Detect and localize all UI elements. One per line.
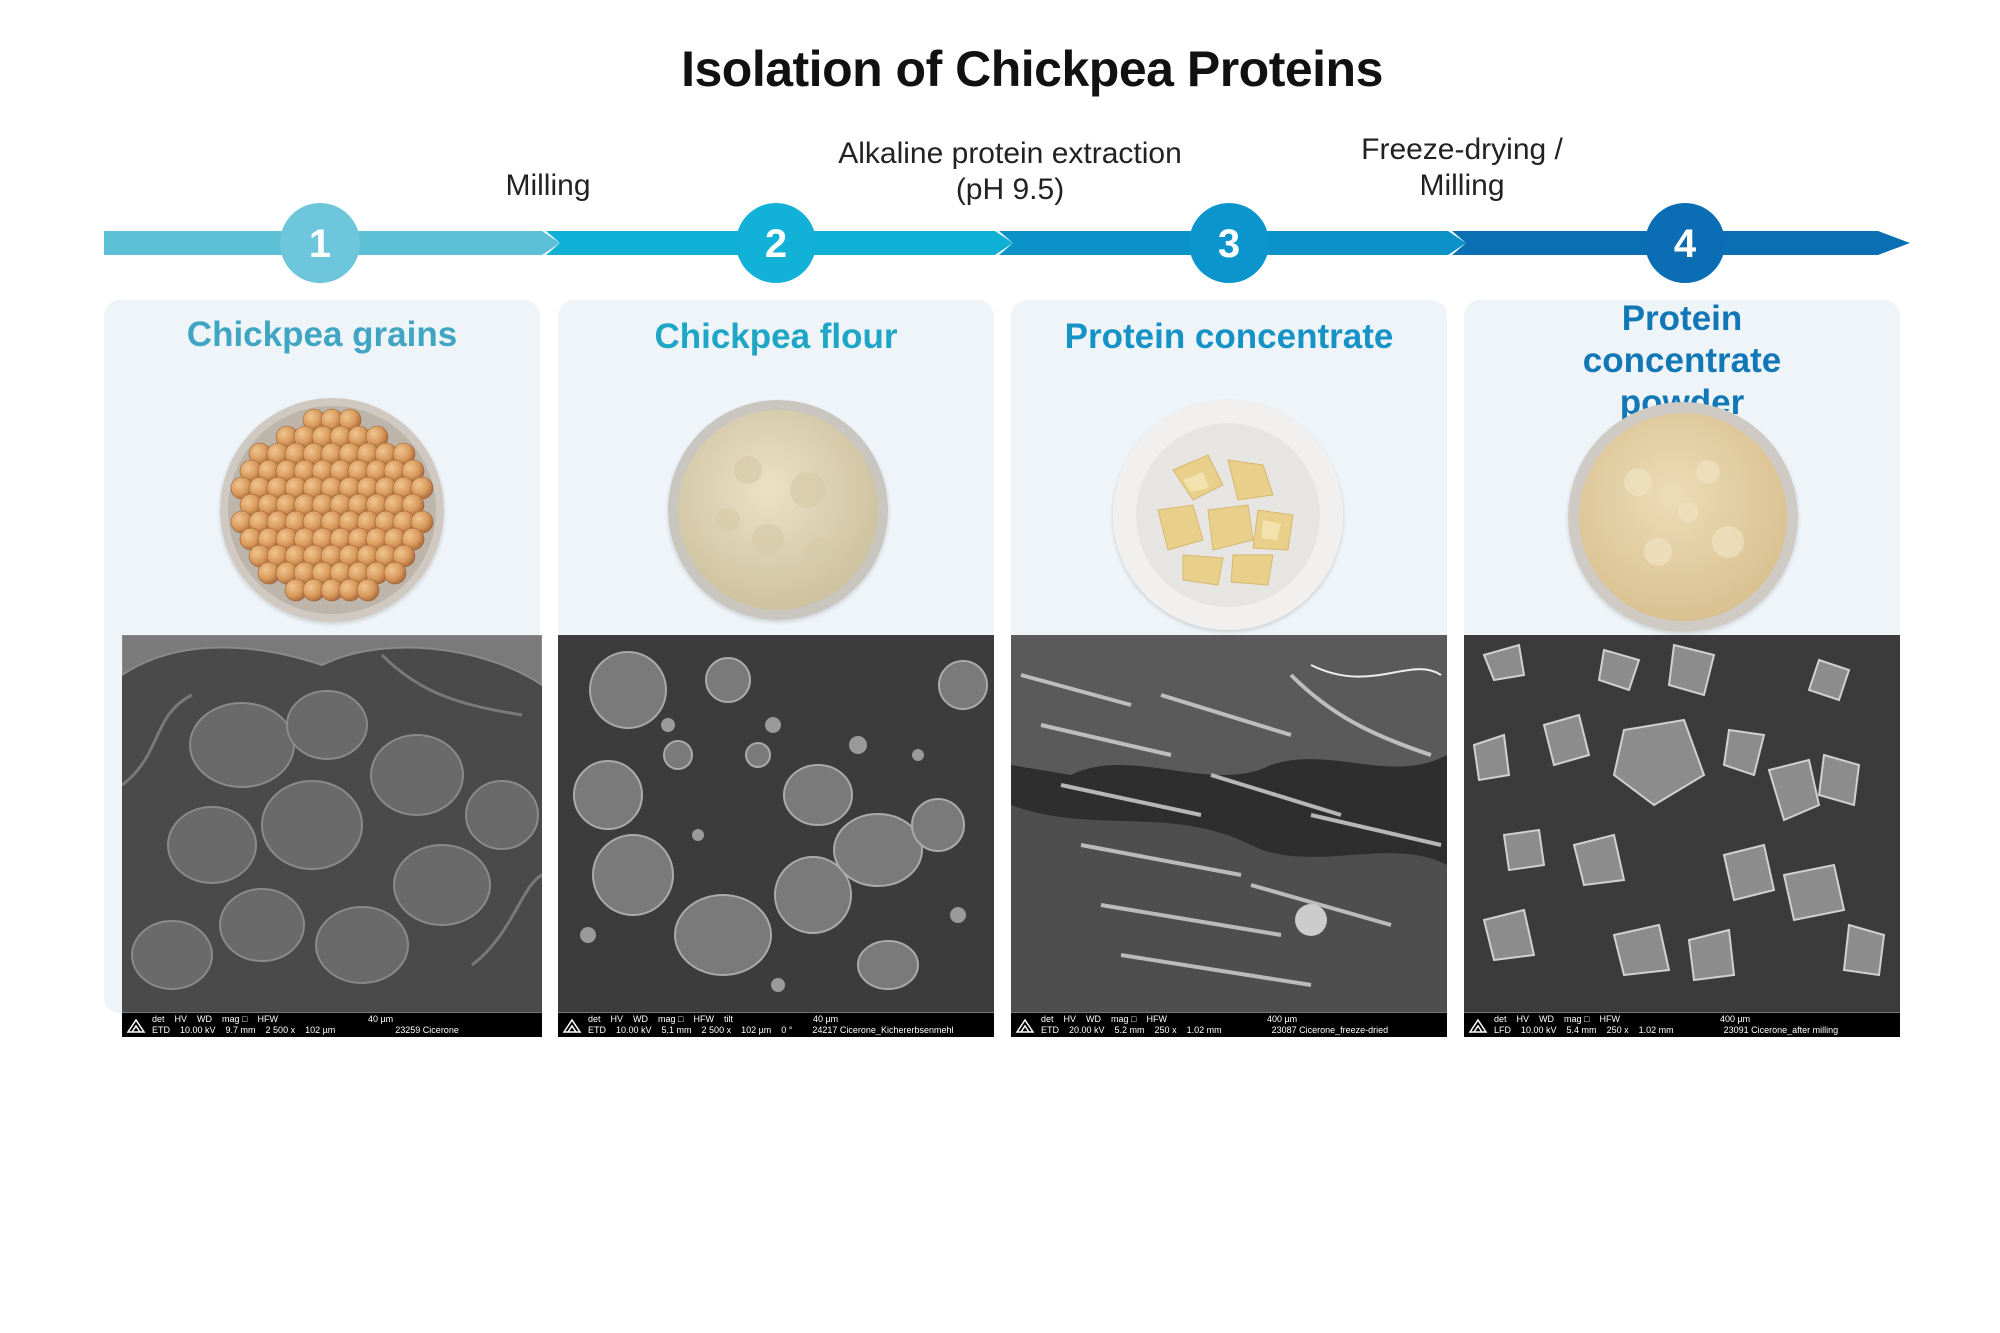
sem-header: HV [610,1014,624,1024]
sem-databar-3: det HV WD mag □ HFW 400 µm ETD 20.00 kV 5.2 mm 2… [1011,1012,1447,1037]
transition-label-extraction: Alkaline protein extraction (pH 9.5) [838,137,1182,206]
sem-header: det [588,1014,601,1024]
sem-image-2: det HV WD mag □ HFW tilt 40 µm ETD 10.00 kV 5.1 … [558,635,994,1037]
chickpea-grain [383,561,407,585]
sem-value: ETD [1041,1025,1059,1035]
sem-value: 2 500 x [701,1025,732,1035]
chickpea-flour-illustration [668,400,888,620]
step-marker-2: 2 [736,203,816,283]
sem-value: 2 500 x [265,1025,296,1035]
sem-header: HFW [693,1014,714,1024]
sem-headers-3: det HV WD mag □ HFW 400 µm [1041,1014,1443,1024]
sem-sample-id: 23087 Cicerone_freeze-dried [1271,1025,1389,1035]
sem-values-4: LFD 10.00 kV 5.4 mm 250 x 1.02 mm 23091 Cicer… [1494,1025,1896,1035]
protein-concentrate-illustration [1113,400,1343,630]
sem-header: det [1041,1014,1054,1024]
step-marker-1: 1 [280,203,360,283]
sem-value: 20.00 kV [1069,1025,1105,1035]
sem-header: tilt [723,1014,733,1024]
sem-scalebar-label: 400 µm [1719,1014,1751,1024]
sem-header: WD [197,1014,213,1024]
step-marker-4: 4 [1645,203,1725,283]
step-marker-3: 3 [1189,203,1269,283]
sem-value: 250 x [1154,1025,1177,1035]
protein-powder-photo [1568,402,1798,632]
sem-header: HV [1063,1014,1077,1024]
sem-value: ETD [152,1025,170,1035]
sem-value: 5.1 mm [661,1025,692,1035]
sem-databar-2: det HV WD mag □ HFW tilt 40 µm ETD 10.00 kV 5.1 … [558,1012,994,1037]
sem-header: HFW [1146,1014,1167,1024]
sem-header: HFW [257,1014,278,1024]
sem-value: 9.7 mm [225,1025,256,1035]
sem-sample-id: 24217 Cicerone_Kichererbsenmehl [812,1025,954,1035]
sem-value: 1.02 mm [1638,1025,1674,1035]
panel-title-1: Chickpea grains [186,315,458,354]
panel-title-2: Chickpea flour [654,317,898,356]
sem-value: 102 µm [741,1025,772,1035]
step-number-3: 3 [1218,222,1240,266]
sem-header: mag □ [1564,1014,1590,1024]
sem-value: 5.2 mm [1114,1025,1145,1035]
sem-value: 250 x [1606,1025,1629,1035]
chickpea-grain [356,578,380,602]
chickpea-flour-photo [668,400,888,620]
sem-scalebar-label: 400 µm [1266,1014,1298,1024]
sem-value: 1.02 mm [1186,1025,1222,1035]
sem-header: mag □ [1111,1014,1137,1024]
sem-header: mag □ [222,1014,248,1024]
sem-header: mag □ [658,1014,684,1024]
sem-value: ETD [588,1025,606,1035]
sem-header: det [152,1014,165,1024]
sem-header: HV [1516,1014,1530,1024]
sem-sample-id: 23259 Cicerone [395,1025,459,1035]
sem-value: 5.4 mm [1566,1025,1597,1035]
sem-headers-4: det HV WD mag □ HFW 400 µm [1494,1014,1896,1024]
sem-value: 10.00 kV [616,1025,652,1035]
sem-image-3: det HV WD mag □ HFW 400 µm ETD 20.00 kV 5.2 mm 2… [1011,635,1447,1037]
transition-label-milling: Milling [505,169,591,202]
chickpea-grains-illustration [220,398,444,622]
fei-logo-icon [1468,1018,1488,1033]
sem-header: WD [633,1014,649,1024]
step-number-2: 2 [765,222,787,266]
chickpea-grains-photo [220,398,444,622]
fei-logo-icon [1015,1018,1035,1033]
sem-value: 102 µm [305,1025,336,1035]
panel-title-3: Protein concentrate [1064,317,1394,356]
sem-header: HV [174,1014,188,1024]
sem-sample-id: 23091 Cicerone_after milling [1723,1025,1839,1035]
sem-values-1: ETD 10.00 kV 9.7 mm 2 500 x 102 µm 23259 Cice… [152,1025,538,1035]
sem-header: WD [1539,1014,1555,1024]
sem-header: HFW [1599,1014,1620,1024]
sem-headers-1: det HV WD mag □ HFW 40 µm [152,1014,538,1024]
fei-logo-icon [126,1018,146,1033]
sem-value: 10.00 kV [180,1025,216,1035]
diagram-title: Isolation of Chickpea Proteins [681,41,1383,97]
sem-header: det [1494,1014,1507,1024]
sem-databar-1: det HV WD mag □ HFW 40 µm ETD 10.00 kV 9.7 mm 2 … [122,1012,542,1037]
protein-powder-illustration [1568,402,1798,632]
sem-scalebar-label: 40 µm [812,1014,839,1024]
sem-value: LFD [1494,1025,1512,1035]
step-number-4: 4 [1674,222,1697,266]
sem-image-1: det HV WD mag □ HFW 40 µm ETD 10.00 kV 9.7 mm 2 … [122,635,542,1037]
sem-value: 0 ° [781,1025,793,1035]
sem-values-3: ETD 20.00 kV 5.2 mm 250 x 1.02 mm 23087 Cicer… [1041,1025,1443,1035]
sem-databar-4: det HV WD mag □ HFW 400 µm LFD 10.00 kV 5.4 mm 2… [1464,1012,1900,1037]
transition-label-freeze-drying: Freeze-drying / Milling [1361,133,1563,202]
sem-header: WD [1086,1014,1102,1024]
sem-headers-2: det HV WD mag □ HFW tilt 40 µm [588,1014,990,1024]
sem-values-2: ETD 10.00 kV 5.1 mm 2 500 x 102 µm 0 ° 24217 C… [588,1025,990,1035]
protein-concentrate-photo [1113,400,1343,630]
fei-logo-icon [562,1018,582,1033]
sem-scalebar-label: 40 µm [367,1014,394,1024]
sem-image-4: det HV WD mag □ HFW 400 µm LFD 10.00 kV 5.4 mm 2… [1464,635,1900,1037]
process-timeline: 1 2 3 4 [104,203,1910,283]
step-number-1: 1 [309,222,331,266]
sem-value: 10.00 kV [1521,1025,1557,1035]
